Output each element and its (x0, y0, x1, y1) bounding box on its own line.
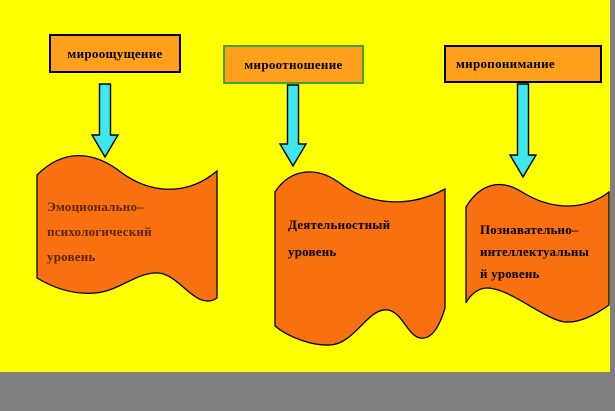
wave-shape-level-2 (274, 171, 446, 346)
top-label-1: мироощущение (67, 45, 163, 61)
level-label-3-line-2: интеллектуальны (480, 244, 589, 259)
top-label-box-2: мироотношение (223, 45, 364, 84)
level-label-1-line-3: уровень (47, 249, 96, 264)
down-arrow-icon (508, 83, 538, 179)
wave-shape-level-3 (465, 183, 610, 323)
down-arrow-icon (90, 83, 120, 159)
level-label-1-line-2: психологический (47, 224, 152, 239)
level-label-2-line-1: Деятельностный (288, 217, 391, 232)
wave-shape-level-1 (36, 155, 218, 302)
top-label-3: миропонимание (456, 56, 555, 71)
down-arrow-icon (278, 84, 308, 168)
top-label-2: мироотношение (244, 56, 343, 72)
level-label-3: Познавательно– интеллектуальны й уровень (480, 219, 589, 285)
level-label-2-line-2: уровень (288, 244, 337, 259)
level-label-3-line-3: й уровень (480, 266, 540, 281)
level-label-3-line-1: Познавательно– (480, 222, 579, 237)
top-label-box-1: мироощущение (49, 34, 181, 73)
level-label-1-line-1: Эмоционально– (47, 199, 144, 214)
level-label-1: Эмоционально– психологический уровень (47, 194, 152, 269)
level-label-2: Деятельностный уровень (288, 211, 390, 265)
top-label-box-3: миропонимание (444, 45, 602, 83)
